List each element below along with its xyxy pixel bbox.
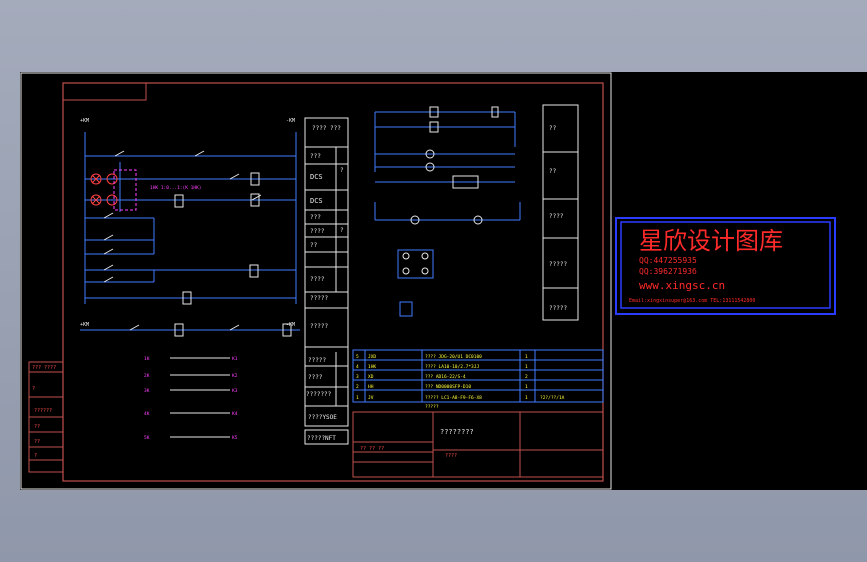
left-stamp-row: ?? bbox=[34, 424, 40, 430]
table-cell: ????? bbox=[310, 295, 328, 302]
bus-label: +KM bbox=[80, 322, 89, 328]
title-block-field: ?? ?? ?? bbox=[360, 446, 384, 452]
bom-desc: ???? JDG-20/U1 DC0100 bbox=[425, 354, 482, 360]
right-table-frame bbox=[304, 117, 349, 445]
bom-code: JV bbox=[368, 395, 374, 401]
table-cell: ???? bbox=[308, 374, 323, 381]
dashed-module bbox=[113, 169, 137, 211]
bom-no: 3 bbox=[356, 374, 359, 380]
watermark-email: Email:xingxinsuper@163.com TEL:131115428… bbox=[629, 298, 755, 304]
input-right-label: K1 bbox=[232, 356, 238, 362]
sheet-border bbox=[20, 72, 612, 490]
bom-code: HH bbox=[368, 384, 374, 390]
input-label: 4K bbox=[144, 411, 150, 417]
table-footer: ?????NFT bbox=[307, 435, 336, 442]
bom-qty: 1 bbox=[525, 384, 528, 390]
table-cell: ????? bbox=[308, 357, 326, 364]
table-cell: DCS bbox=[310, 173, 323, 181]
inner-frame bbox=[62, 82, 604, 482]
bom-code: XD bbox=[368, 374, 374, 380]
bom-desc: ????? LC1-A8-F9-F6-X8 bbox=[425, 395, 482, 401]
table-side-label: ? bbox=[340, 227, 344, 234]
bom-spec: ?2?/??/1A bbox=[540, 395, 565, 401]
table-side-label: ? bbox=[340, 167, 344, 174]
bus-label: -KM bbox=[286, 322, 295, 328]
watermark-url: www.xingsc.cn bbox=[639, 279, 725, 292]
bus-label: -KM bbox=[286, 118, 295, 124]
bom-qty: 2 bbox=[525, 374, 528, 380]
far-right-cell: ?? bbox=[549, 125, 557, 132]
title-block-field: ???? bbox=[445, 453, 457, 459]
upper-right-devices bbox=[402, 106, 499, 275]
input-right-label: K5 bbox=[232, 435, 238, 441]
table-cell: ??? bbox=[310, 214, 321, 221]
far-right-cell: ????? bbox=[549, 305, 567, 312]
bom-code: 1HK bbox=[368, 364, 376, 370]
bom-no: 1 bbox=[356, 395, 359, 401]
input-contacts bbox=[170, 357, 230, 438]
input-label: 5K bbox=[144, 435, 150, 441]
left-stamp-row: ? bbox=[34, 453, 37, 459]
table-cell: ???? bbox=[310, 228, 325, 235]
input-label: 3K bbox=[144, 388, 150, 394]
left-stamp bbox=[28, 361, 64, 473]
circuit-drawing: ??? ???? ? ?????? ?? ?? ? bbox=[20, 72, 612, 490]
bom-code: JXD bbox=[368, 354, 376, 360]
indicator-lamps bbox=[90, 173, 118, 206]
watermark-stamp: 星欣设计图库 QQ:447255935 QQ:39627193б www.xin… bbox=[615, 217, 836, 315]
table-cell: ???? ??? bbox=[312, 125, 341, 132]
watermark-title: 星欣设计图库 bbox=[639, 227, 783, 255]
left-stamp-row: ??? ???? bbox=[32, 365, 56, 371]
bom-no: 4 bbox=[356, 364, 359, 370]
table-cell: ??????? bbox=[306, 391, 332, 398]
bom-caption: ????? bbox=[425, 404, 439, 410]
bom-qty: 1 bbox=[525, 395, 528, 401]
far-right-frame bbox=[542, 104, 579, 321]
left-stamp-row: ?? bbox=[34, 439, 40, 445]
bom-desc: ??? AD16-22/S-4 bbox=[425, 374, 466, 380]
bom-no: 2 bbox=[356, 384, 359, 390]
table-cell: ????YSOE bbox=[308, 414, 337, 421]
watermark-qq: QQ:447255935 bbox=[639, 256, 697, 265]
left-stamp-row: ?????? bbox=[34, 408, 52, 414]
coils bbox=[174, 172, 292, 337]
far-right-cell: ???? bbox=[549, 213, 564, 220]
table-cell: ????? bbox=[310, 323, 328, 330]
bom-desc: ???? LA10-10/2.7*3JJ bbox=[425, 364, 479, 370]
bus-label: +KM bbox=[80, 118, 89, 124]
table-cell: DCS bbox=[310, 197, 323, 205]
input-right-label: K3 bbox=[232, 388, 238, 394]
module-note: 1HK 1:0...1:(K 1HK) bbox=[150, 185, 201, 191]
input-right-label: K4 bbox=[232, 411, 238, 417]
bom-qty: 1 bbox=[525, 354, 528, 360]
table-cell: ??? bbox=[310, 153, 321, 160]
input-label: 1K bbox=[144, 356, 150, 362]
bom-rows: 5 JXD ???? JDG-20/U1 DC0100 1 4 1HK ???? LA10… bbox=[356, 354, 565, 401]
upper-right-wires bbox=[374, 111, 521, 317]
bom-desc: ??? ND0000SFP-D10 bbox=[425, 384, 471, 390]
control-wires bbox=[80, 132, 300, 331]
input-label: 2K bbox=[144, 373, 150, 379]
table-cell: ?? bbox=[310, 242, 318, 249]
left-stamp-row: ? bbox=[32, 386, 35, 392]
title-block-frame bbox=[352, 411, 604, 478]
bom-no: 5 bbox=[356, 354, 359, 360]
input-right-label: K2 bbox=[232, 373, 238, 379]
bom-frame bbox=[352, 349, 604, 403]
drawing-title: ???????? bbox=[440, 428, 474, 436]
far-right-cell: ????? bbox=[549, 261, 567, 268]
corner-tab bbox=[63, 83, 147, 101]
far-right-cell: ?? bbox=[549, 168, 557, 175]
watermark-qq: QQ:39627193б bbox=[639, 266, 697, 276]
bom-qty: 1 bbox=[525, 364, 528, 370]
table-cell: ???? bbox=[310, 276, 325, 283]
